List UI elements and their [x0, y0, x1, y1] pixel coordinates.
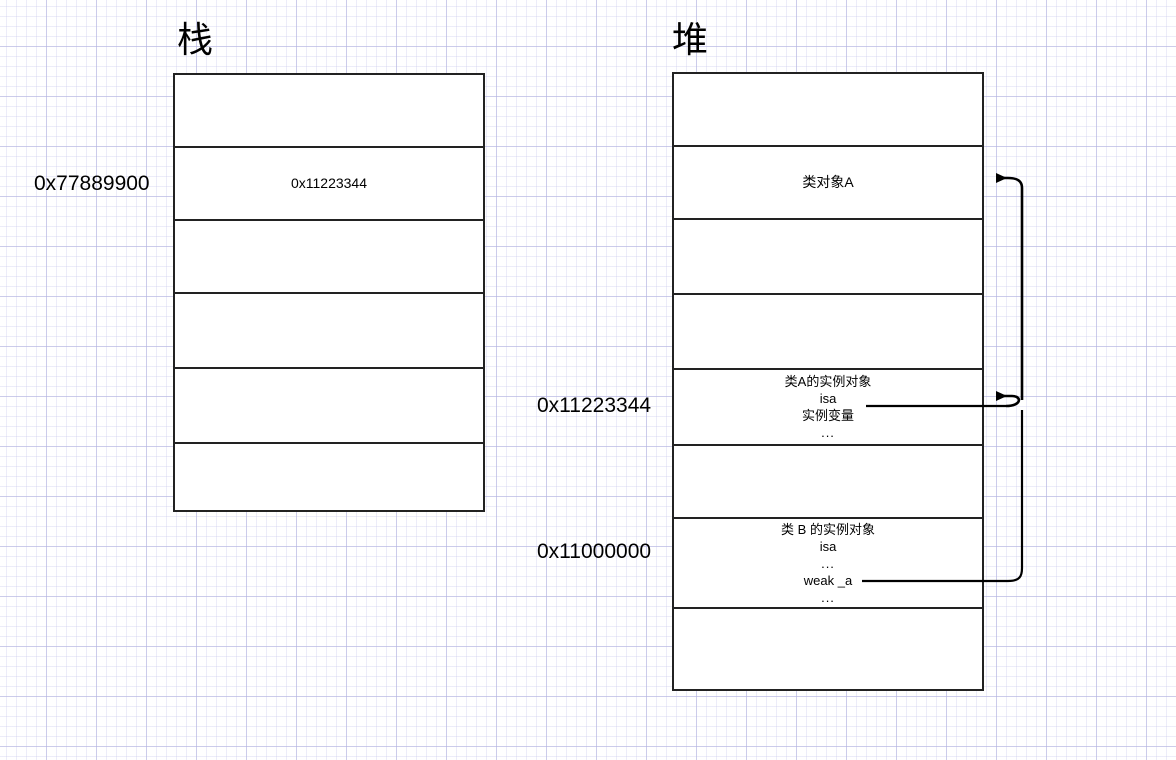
stack-cell-0 [175, 75, 483, 148]
stack-cell-3 [175, 294, 483, 369]
stack-cell-1: 0x11223344 [175, 148, 483, 221]
instance-a-ellipsis: ... [821, 424, 835, 440]
instance-b-isa: isa [819, 538, 837, 554]
heap-column-title: 堆 [672, 19, 709, 60]
instance-a-ivar: 实例变量 [801, 407, 854, 423]
heap-cell-3 [674, 295, 982, 370]
instance-b-title: 类 B 的实例对象 [781, 521, 875, 537]
heap-address-label-1: 0x11223344 [537, 394, 652, 417]
heap-cell-4-instance-of-class-a: 类A的实例对象 isa 实例变量 ... [674, 370, 982, 447]
heap-address-label-2: 0x11000000 [537, 540, 652, 563]
stack-address-label-1: 0x77889900 [34, 172, 150, 195]
stack-cell-5 [175, 444, 483, 509]
instance-a-title: 类A的实例对象 [784, 373, 872, 389]
heap-cell-1-class-object-a: 类对象A [674, 147, 982, 220]
heap-cell-6-instance-of-class-b: 类 B 的实例对象 isa ... weak _a ... [674, 519, 982, 610]
instance-b-ellipsis-1: ... [821, 555, 835, 571]
heap-cell-5 [674, 446, 982, 520]
class-object-a-label: 类对象A [802, 173, 854, 190]
heap-cell-7 [674, 609, 982, 689]
stack-cell-2 [175, 221, 483, 294]
stack-cell-1-value: 0x11223344 [290, 175, 368, 191]
instance-a-isa: isa [819, 390, 837, 406]
instance-b-ellipsis-2: ... [821, 589, 835, 605]
heap-cell-2 [674, 220, 982, 295]
stack-column-title: 栈 [177, 19, 214, 60]
stack-cell-4 [175, 369, 483, 444]
heap-memory-column: 类对象A 类A的实例对象 isa 实例变量 ... 类 B 的实例对象 isa … [672, 72, 984, 691]
heap-cell-0 [674, 74, 982, 147]
stack-memory-column: 0x11223344 [173, 73, 485, 512]
instance-b-weak-a: weak _a [803, 572, 853, 588]
